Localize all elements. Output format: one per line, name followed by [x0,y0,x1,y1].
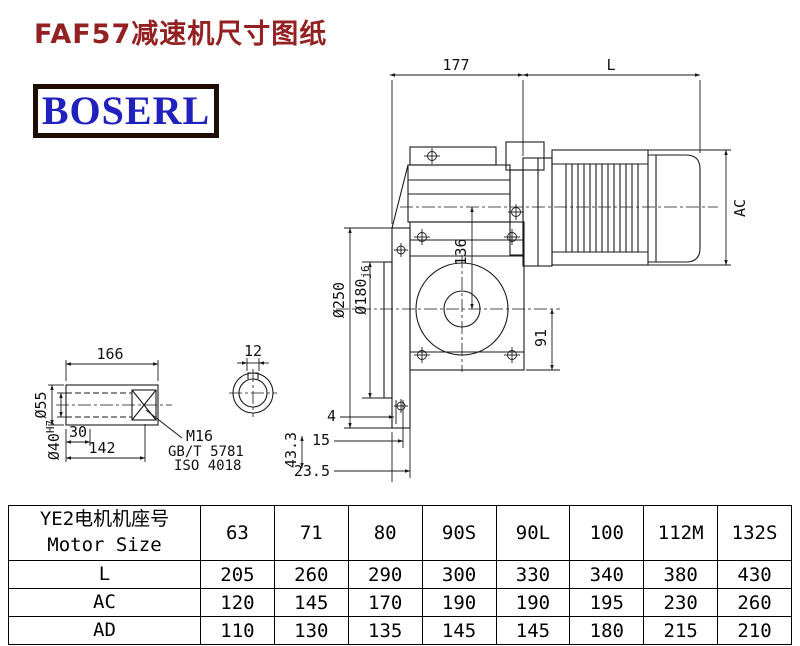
gearbox-outline [383,146,525,429]
motor-size-90s: 90S [421,505,497,561]
value-cell: 135 [347,616,423,645]
value-cell: 195 [569,588,645,617]
value-cell: 340 [569,560,645,589]
bolt-crosshair-icons [394,148,524,413]
dim-dia180-label: Ø180j6 [352,265,372,314]
page-title: FAF57减速机尺寸图纸 [34,19,328,50]
motor-size-112m: 112M [643,505,719,561]
value-cell: 170 [347,588,423,617]
dim-4-label: 4 [327,407,336,425]
motor-size-132s: 132S [717,505,792,561]
table-row-L: L 205 260 290 300 330 340 380 430 [8,560,792,589]
motor-size-header-cn: YE2电机机座号 [39,508,170,531]
shaft-detail-outline [65,372,274,439]
dim-43_3-label: 43.3 [282,432,300,468]
dim-166-label: 166 [96,345,123,363]
value-cell: 430 [717,560,792,589]
dim-dia55-label: Ø55 [32,391,50,418]
motor-size-header-en: Motor Size [47,534,162,556]
motor-size-80: 80 [347,505,423,561]
dim-L-label: L [606,56,615,74]
table-row-AC: AC 120 145 170 190 190 195 230 260 [8,588,792,617]
value-cell: 205 [200,560,275,589]
dim-91-label: 91 [532,329,550,347]
motor-size-71: 71 [273,505,349,561]
dim-15-label: 15 [312,431,330,449]
dimension-drawing: 177 L AC Ø250 Ø180j6 136 91 4 15 23.5 43… [32,56,749,482]
shaft-bore-hidden-lines [66,392,132,418]
value-cell: 290 [347,560,423,589]
value-cell: 260 [273,560,349,589]
motor-size-100: 100 [569,505,645,561]
value-cell: 110 [200,616,275,645]
value-cell: 260 [717,588,792,617]
value-cell: 300 [421,560,497,589]
value-cell: 180 [569,616,645,645]
value-cell: 145 [421,616,497,645]
dim-23_5-label: 23.5 [294,462,330,480]
dim-142-label: 142 [88,439,115,457]
value-cell: 145 [495,616,571,645]
boserl-logo-text: BOSERL [41,88,211,133]
dim-136-label: 136 [452,238,470,265]
value-cell: 120 [200,588,275,617]
dim-177-label: 177 [442,56,469,74]
dim-30-label: 30 [69,423,87,441]
value-cell: 330 [495,560,571,589]
row-label-AD: AD [8,616,201,645]
value-cell: 190 [495,588,571,617]
value-cell: 380 [643,560,719,589]
row-label-AC: AC [8,588,201,617]
motor-size-header: YE2电机机座号 Motor Size [8,505,201,561]
table-row-AD: AD 110 130 135 145 145 180 215 210 [8,616,792,645]
dim-12-label: 12 [244,342,262,360]
value-cell: 215 [643,616,719,645]
boserl-logo: BOSERL [33,84,219,138]
value-cell: 210 [717,616,792,645]
value-cell: 130 [273,616,349,645]
value-cell: 190 [421,588,497,617]
table-header-row: YE2电机机座号 Motor Size 63 71 80 90S 90L 100… [8,505,792,561]
dimension-lines [48,73,731,482]
dimension-table: YE2电机机座号 Motor Size 63 71 80 90S 90L 100… [8,505,792,645]
standard-gbt5781-label: GB/T 5781 [168,444,244,460]
thread-m16-label: M16 [186,427,213,445]
standard-iso4018-label: ISO 4018 [174,458,241,474]
motor-size-63: 63 [200,505,275,561]
value-cell: 145 [273,588,349,617]
value-cell: 230 [643,588,719,617]
motor-size-90l: 90L [495,505,571,561]
dim-AC-label: AC [731,199,749,217]
motor-outline [505,141,701,267]
dim-dia40-label: Ø40H7 [44,420,63,460]
row-label-L: L [8,560,201,589]
dim-dia250-label: Ø250 [330,282,348,318]
